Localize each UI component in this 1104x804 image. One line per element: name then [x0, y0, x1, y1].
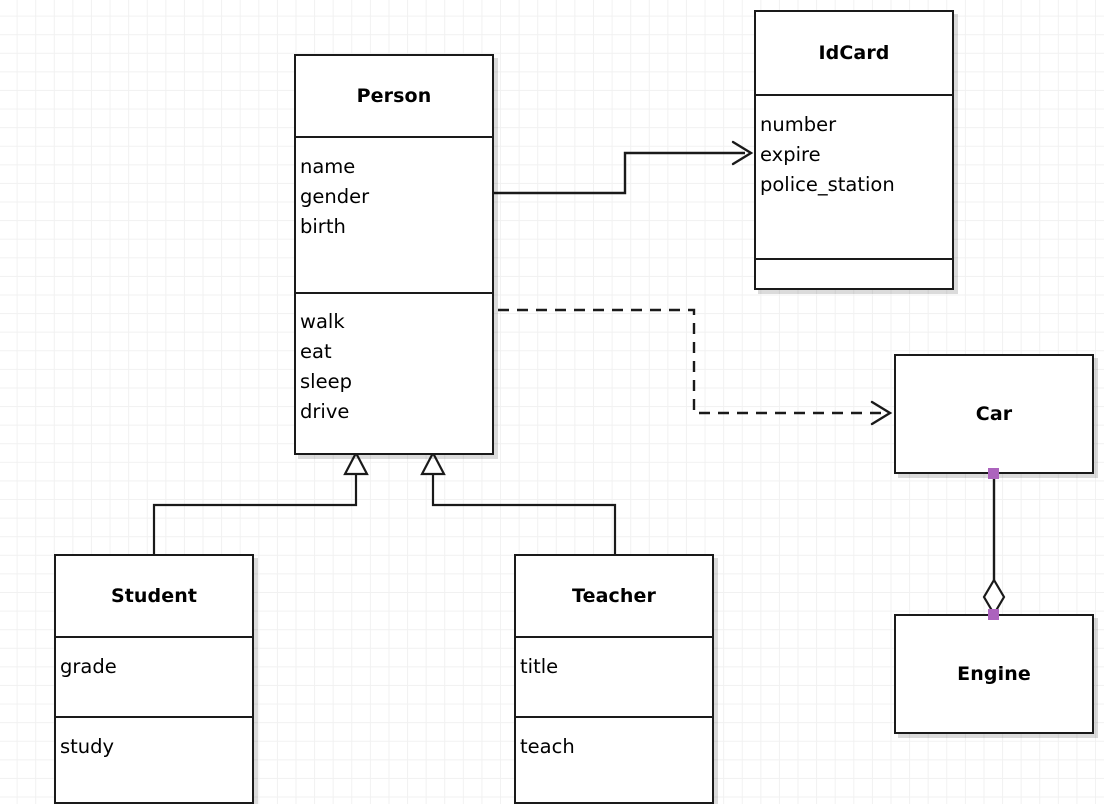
method-item: eat: [300, 340, 332, 363]
attribute-item: number: [760, 113, 837, 136]
association-person-idcard[interactable]: [494, 140, 754, 195]
class-name-label: Student: [110, 585, 198, 607]
dependency-line: [498, 308, 884, 415]
class-title-engine: Engine: [896, 616, 1092, 732]
class-name-label: Engine: [957, 663, 1031, 685]
open-arrowhead-icon: [731, 140, 754, 166]
attributes-compartment-student: grade: [56, 636, 252, 716]
class-box-idcard[interactable]: IdCard number expire police_station: [754, 10, 954, 290]
methods-compartment-person: walk eat sleep drive: [296, 292, 492, 455]
open-arrowhead-icon: [870, 400, 893, 426]
method-item: teach: [520, 735, 575, 758]
aggregation-car-engine[interactable]: [982, 474, 1006, 617]
generalization-teacher-person[interactable]: [420, 450, 617, 554]
methods-compartment-student: study: [56, 716, 252, 804]
association-line: [494, 151, 745, 195]
attributes-compartment-person: name gender birth: [296, 136, 492, 292]
attribute-item: police_station: [760, 173, 895, 196]
class-box-student[interactable]: Student grade study: [54, 554, 254, 804]
class-title-teacher: Teacher: [516, 556, 712, 636]
method-item: walk: [300, 310, 345, 333]
generalization-student-person[interactable]: [152, 450, 369, 554]
class-title-student: Student: [56, 556, 252, 636]
attribute-item: gender: [300, 185, 370, 208]
attribute-item: grade: [60, 655, 117, 678]
generalization-line: [431, 472, 617, 554]
class-name-label: IdCard: [818, 42, 890, 64]
class-box-car[interactable]: Car: [894, 354, 1094, 474]
method-item: study: [60, 735, 115, 758]
class-name-label: Teacher: [572, 585, 656, 607]
method-item: sleep: [300, 370, 352, 393]
attributes-compartment-idcard: number expire police_station: [756, 94, 952, 258]
attribute-item: expire: [760, 143, 821, 166]
hollow-triangle-icon: [343, 450, 369, 476]
methods-compartment-teacher: teach: [516, 716, 712, 804]
hollow-triangle-icon: [420, 450, 446, 476]
class-name-label: Person: [356, 85, 432, 107]
attribute-item: birth: [300, 215, 346, 238]
class-title-car: Car: [896, 356, 1092, 472]
generalization-line: [152, 472, 358, 554]
dependency-person-car[interactable]: [498, 308, 893, 426]
attribute-item: title: [520, 655, 559, 678]
methods-compartment-idcard: [756, 258, 952, 290]
connector-handle-target[interactable]: [988, 609, 999, 620]
class-title-person: Person: [296, 56, 492, 136]
class-box-teacher[interactable]: Teacher title teach: [514, 554, 714, 804]
attributes-compartment-teacher: title: [516, 636, 712, 716]
class-name-label: Car: [975, 403, 1013, 425]
attribute-item: name: [300, 155, 356, 178]
method-item: drive: [300, 400, 350, 423]
class-box-person[interactable]: Person name gender birth walk eat sleep …: [294, 54, 494, 455]
class-title-idcard: IdCard: [756, 12, 952, 94]
class-box-engine[interactable]: Engine: [894, 614, 1094, 734]
connector-handle-source[interactable]: [988, 468, 999, 479]
